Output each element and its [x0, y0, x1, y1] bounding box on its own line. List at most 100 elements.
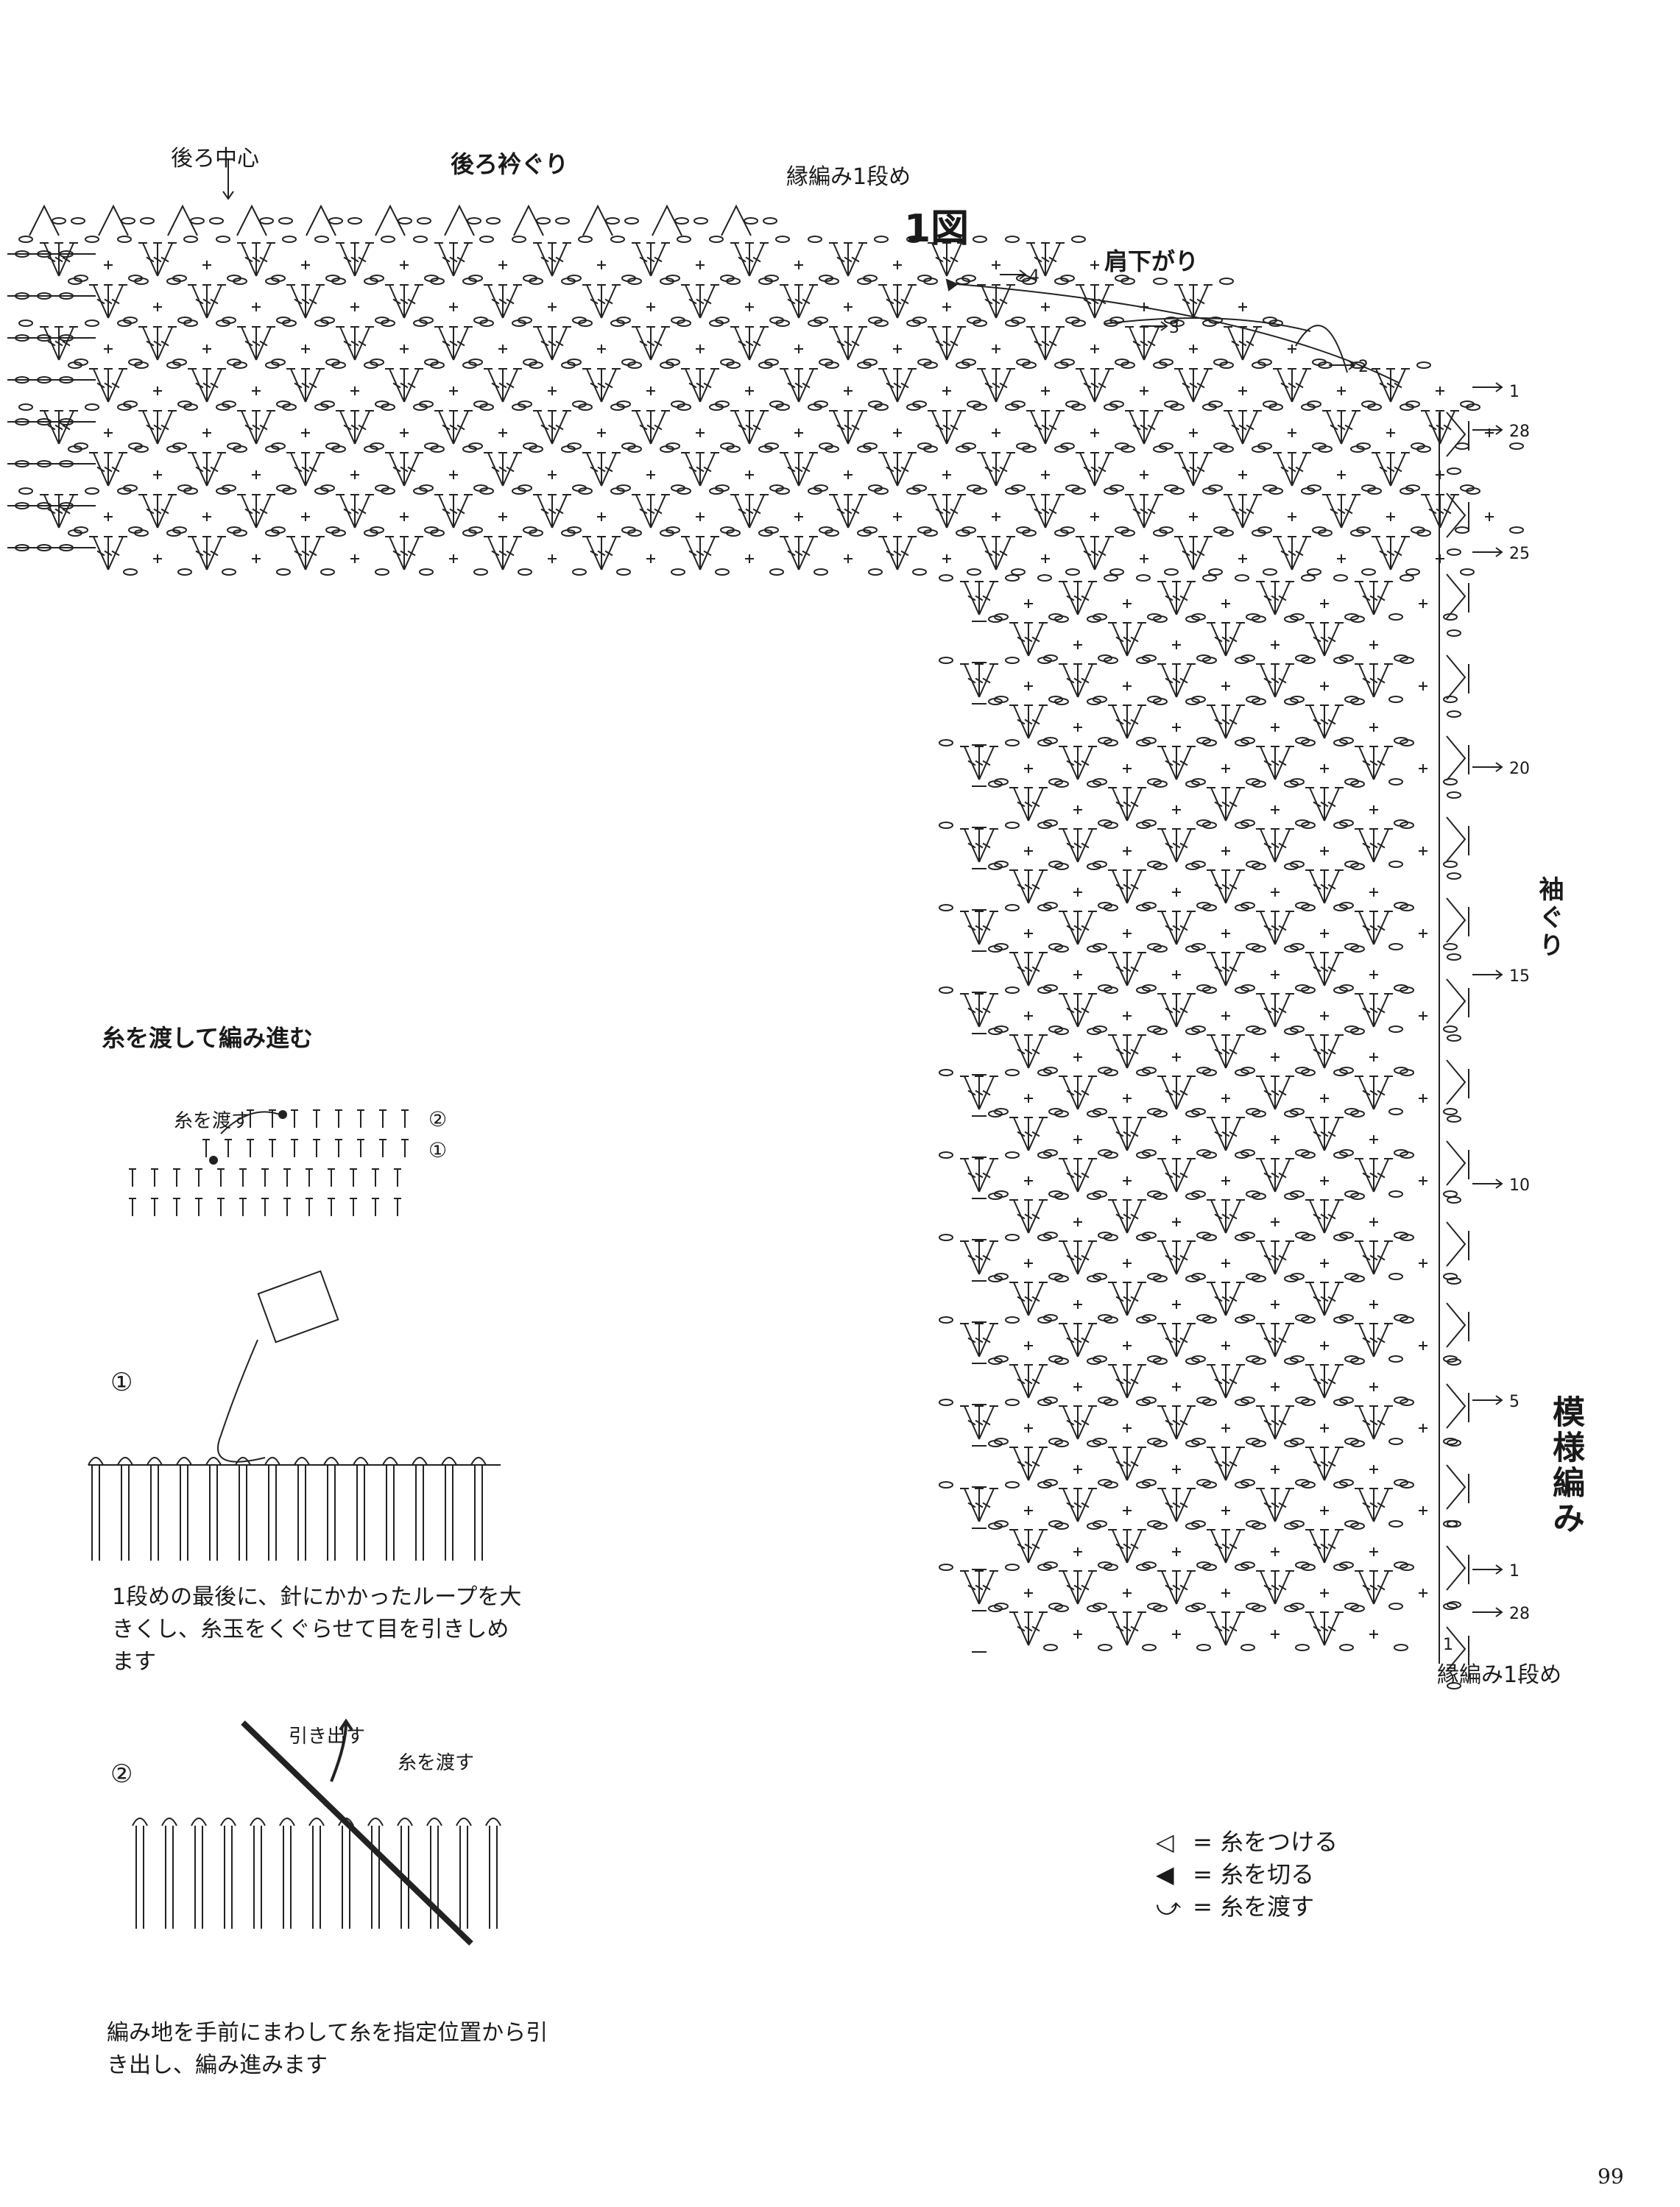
double-crochet-bar	[1327, 1625, 1336, 1632]
single-crochet	[1288, 428, 1296, 437]
single-crochet	[1320, 929, 1329, 938]
chain-stitch	[758, 278, 773, 285]
single-crochet	[1271, 723, 1280, 732]
double-crochet-bar	[1172, 1337, 1181, 1343]
double-crochet-bar	[1073, 1337, 1082, 1343]
knit-fabric-stitch	[294, 1457, 310, 1561]
double-crochet-bar	[893, 550, 902, 557]
double-crochet-bar	[62, 508, 71, 515]
chain-stitch	[874, 403, 889, 411]
shoulder-slope-line	[956, 283, 1400, 384]
chain-stitch	[1301, 904, 1316, 911]
chain-stitch	[1388, 1025, 1403, 1033]
chain-stitch	[988, 1440, 1003, 1447]
chain-stitch	[1443, 1108, 1458, 1115]
chain-stitch	[1202, 657, 1217, 664]
chain-stitch	[1400, 739, 1414, 746]
mini-chart-stitch	[202, 1139, 210, 1157]
chain-stitch	[1333, 1151, 1348, 1159]
double-crochet-bar	[752, 340, 761, 347]
chain-stitch	[1185, 1522, 1200, 1530]
double-crochet-bar	[442, 256, 451, 263]
chain-stitch	[1219, 278, 1234, 285]
chain-stitch	[825, 445, 839, 453]
edging-picot	[582, 204, 613, 236]
double-crochet-bar	[1115, 883, 1124, 890]
double-crochet-bar	[597, 298, 606, 305]
double-crochet-bar	[836, 424, 845, 431]
double-crochet-bar	[597, 550, 606, 557]
chain-stitch	[1037, 574, 1052, 582]
double-crochet-bar	[146, 508, 155, 515]
chain-stitch	[1350, 1110, 1365, 1117]
chain-stitch	[988, 780, 1003, 788]
single-crochet	[1123, 682, 1132, 691]
single-crochet	[1271, 1630, 1280, 1639]
mini-chart-row-marker: ②	[428, 1107, 448, 1131]
single-crochet	[1320, 1341, 1329, 1350]
single-crochet	[153, 303, 162, 311]
chain-stitch	[808, 236, 822, 243]
chain-stitch	[1400, 1234, 1414, 1241]
pattern-stitch-label: 模様編み	[1547, 1395, 1584, 1536]
single-crochet	[252, 554, 261, 563]
chain-stitch	[1202, 1399, 1217, 1406]
double-crochet-bar	[1278, 760, 1287, 766]
single-crochet	[153, 554, 162, 563]
double-crochet-bar	[1288, 466, 1296, 473]
double-crochet-bar	[975, 1584, 984, 1591]
double-crochet-bar	[1229, 1296, 1238, 1302]
double-crochet-bar	[1327, 1131, 1336, 1137]
double-crochet-bar	[1330, 508, 1338, 515]
single-crochet	[1320, 1506, 1329, 1515]
chain-stitch	[1185, 1110, 1200, 1117]
double-crochet-bar	[1017, 1296, 1026, 1302]
double-crochet-bar	[1278, 677, 1287, 684]
edging-picot	[444, 204, 475, 236]
chain-stitch	[988, 945, 1003, 953]
double-crochet-bar	[301, 550, 310, 557]
single-crochet	[202, 345, 211, 353]
double-crochet-bar	[1066, 1419, 1075, 1426]
chain-stitch	[1235, 574, 1249, 582]
double-crochet-bar	[851, 424, 860, 431]
chain-stitch	[1235, 657, 1249, 664]
chain-stitch	[923, 361, 938, 369]
chain-stitch	[1443, 1603, 1458, 1610]
double-crochet-bar	[1278, 1172, 1287, 1179]
double-crochet-bar	[999, 382, 1008, 389]
chain-stitch	[1447, 953, 1461, 961]
chain-stitch	[1388, 696, 1403, 703]
edging-picot	[1446, 1302, 1469, 1348]
chain-stitch	[1447, 791, 1461, 799]
chain-stitch	[166, 361, 181, 369]
chain-stitch	[874, 319, 889, 327]
chain-stitch	[973, 236, 987, 243]
single-crochet	[1485, 512, 1494, 521]
double-crochet-bar	[1098, 466, 1107, 473]
double-crochet-bar	[555, 508, 564, 515]
chain-stitch	[1466, 487, 1480, 495]
double-crochet-bar	[1313, 1543, 1321, 1550]
double-crochet-bar	[153, 424, 162, 431]
chain-stitch	[282, 487, 297, 495]
chain-stitch	[660, 361, 674, 369]
single-crochet	[301, 428, 310, 437]
chain-stitch	[1136, 739, 1151, 746]
chain-stitch	[627, 361, 642, 369]
single-crochet	[1172, 970, 1181, 979]
chain-stitch	[1104, 822, 1118, 829]
chain-stitch	[1400, 403, 1414, 411]
double-crochet-bar	[1066, 1502, 1075, 1508]
single-crochet	[1386, 428, 1395, 437]
chain-stitch	[166, 529, 181, 537]
mini-chart-stitch	[372, 1168, 379, 1187]
chain-stitch	[1185, 1440, 1200, 1447]
double-crochet-bar	[294, 298, 303, 305]
double-crochet-bar	[844, 424, 853, 431]
chain-stitch	[1104, 1234, 1118, 1241]
mini-yarn-dot	[278, 1110, 287, 1119]
double-crochet-bar	[950, 424, 959, 431]
double-crochet-bar	[449, 256, 458, 263]
double-crochet-bar	[1123, 1625, 1132, 1632]
